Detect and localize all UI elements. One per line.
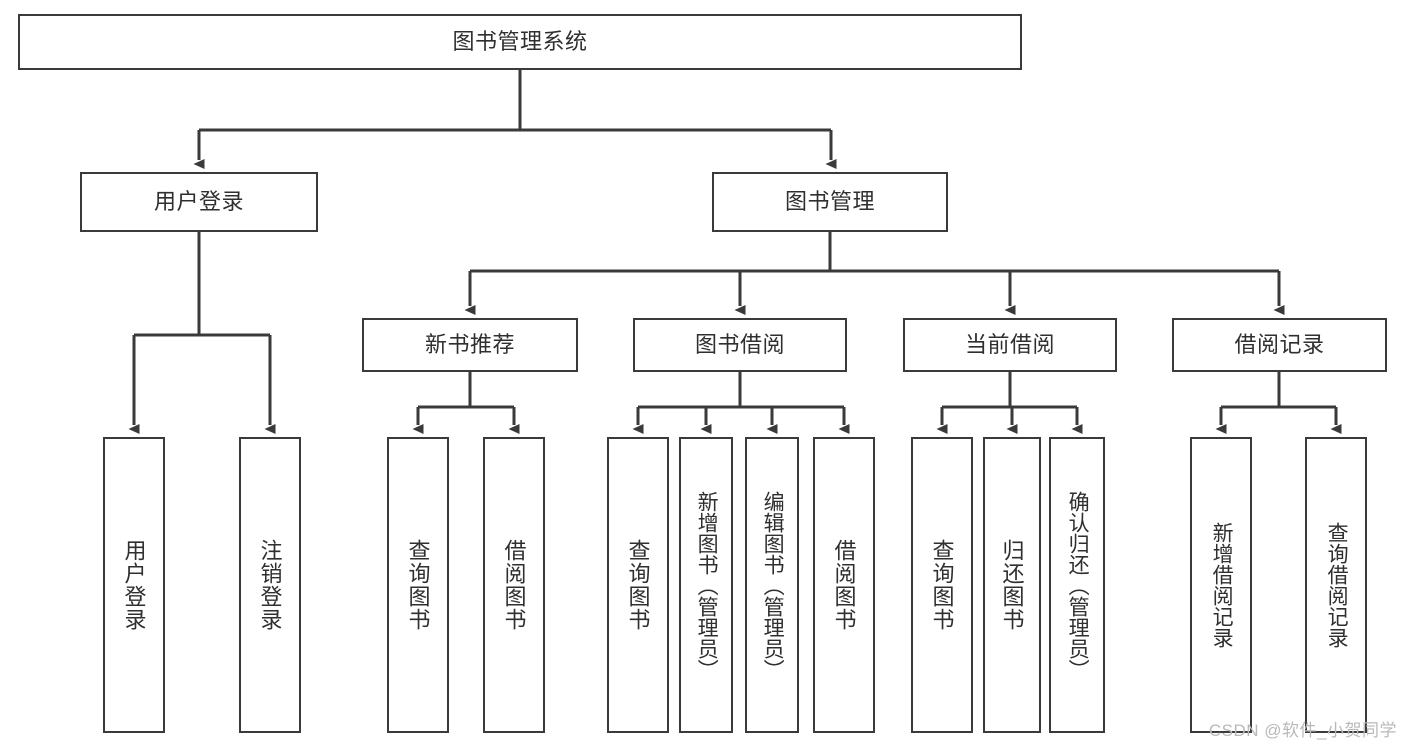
- node-leaf-label: 查询图书: [405, 539, 431, 631]
- node-level3-label: 新书推荐: [424, 332, 515, 358]
- node-level3[interactable]: 借阅记录: [1172, 318, 1387, 372]
- node-leaf[interactable]: 查询图书: [607, 437, 669, 733]
- node-leaf-label: 查询图书: [625, 539, 651, 631]
- node-leaf[interactable]: 确认归还（管理员）: [1049, 437, 1105, 733]
- node-root-label: 图书管理系统: [452, 29, 588, 55]
- node-leaf-label: 确认归还（管理员）: [1066, 490, 1090, 680]
- node-leaf-label: 编辑图书（管理员）: [761, 490, 785, 680]
- node-leaf-label: 注销登录: [257, 539, 283, 631]
- node-level2[interactable]: 图书管理: [712, 172, 948, 232]
- node-leaf[interactable]: 归还图书: [983, 437, 1041, 733]
- node-leaf[interactable]: 借阅图书: [483, 437, 545, 733]
- node-leaf-label: 用户登录: [121, 539, 147, 631]
- node-root[interactable]: 图书管理系统: [18, 14, 1022, 70]
- node-leaf[interactable]: 新增借阅记录: [1190, 437, 1252, 733]
- node-level3[interactable]: 当前借阅: [903, 318, 1117, 372]
- node-leaf[interactable]: 查询图书: [911, 437, 973, 733]
- node-leaf-label: 新增借阅记录: [1210, 522, 1234, 648]
- node-level3-label: 当前借阅: [964, 332, 1055, 358]
- node-level3-label: 借阅记录: [1234, 332, 1325, 358]
- node-leaf[interactable]: 编辑图书（管理员）: [745, 437, 799, 733]
- node-leaf[interactable]: 新增图书（管理员）: [679, 437, 733, 733]
- node-leaf-label: 借阅图书: [831, 539, 857, 631]
- node-leaf-label: 借阅图书: [501, 539, 527, 631]
- watermark: CSDN @软件_小贺同学: [1208, 721, 1397, 740]
- node-leaf[interactable]: 借阅图书: [813, 437, 875, 733]
- node-level3-label: 图书借阅: [694, 332, 785, 358]
- node-leaf-label: 查询借阅记录: [1325, 522, 1349, 648]
- node-leaf-label: 新增图书（管理员）: [695, 490, 719, 680]
- node-leaf[interactable]: 查询图书: [387, 437, 449, 733]
- node-leaf[interactable]: 注销登录: [239, 437, 301, 733]
- node-level2[interactable]: 用户登录: [80, 172, 318, 232]
- node-leaf-label: 归还图书: [999, 539, 1025, 631]
- node-leaf[interactable]: 查询借阅记录: [1305, 437, 1367, 733]
- node-level2-label: 图书管理: [784, 189, 875, 215]
- node-level2-label: 用户登录: [153, 189, 244, 215]
- node-leaf-label: 查询图书: [929, 539, 955, 631]
- node-leaf[interactable]: 用户登录: [103, 437, 165, 733]
- node-level3[interactable]: 新书推荐: [362, 318, 578, 372]
- node-level3[interactable]: 图书借阅: [633, 318, 847, 372]
